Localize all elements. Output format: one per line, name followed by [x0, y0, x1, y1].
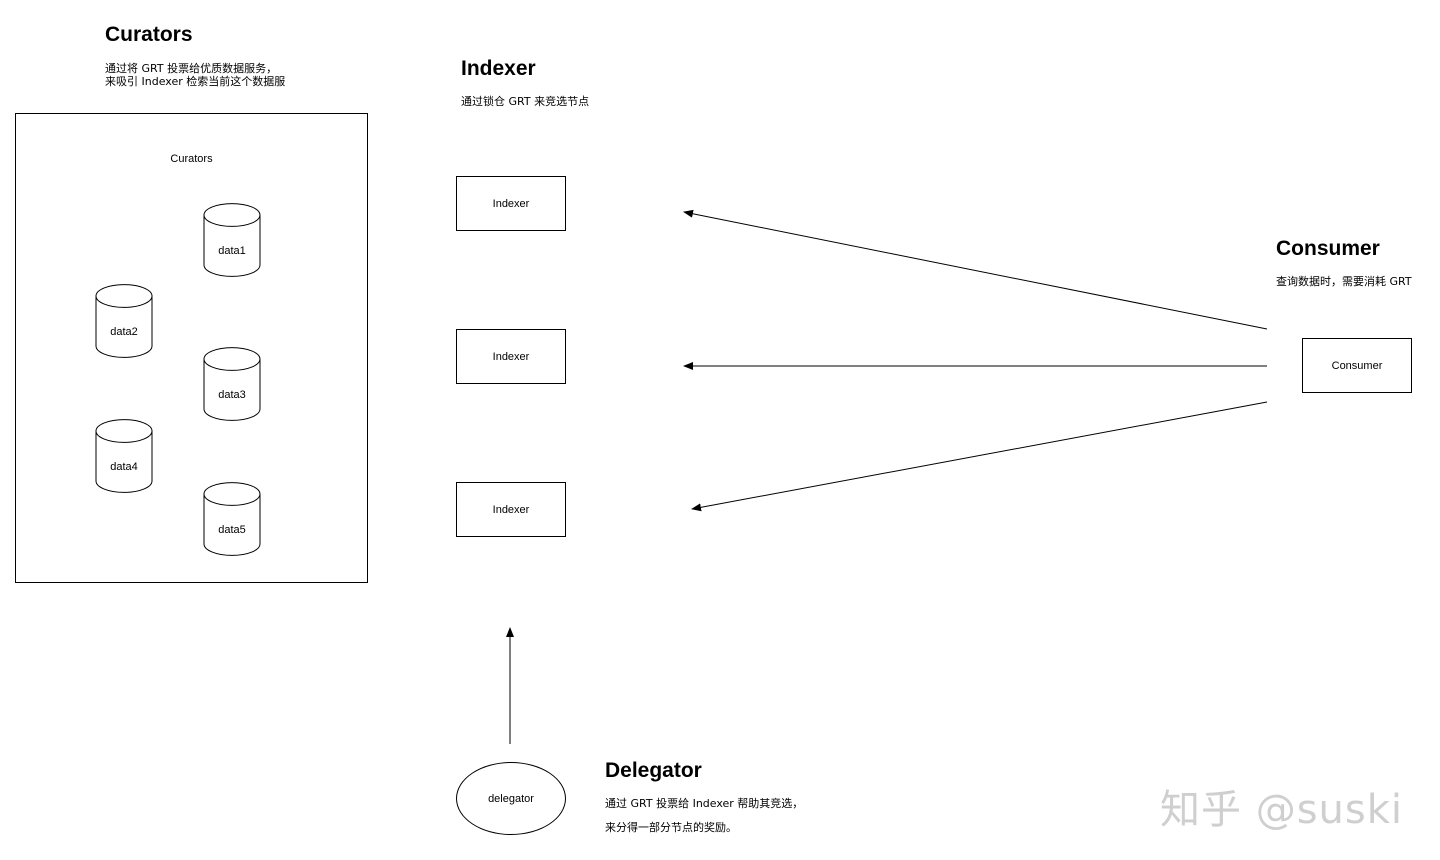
data1-label: data1 — [218, 245, 246, 257]
delegator-node[interactable]: delegator — [456, 762, 566, 835]
data3-label: data3 — [218, 389, 246, 401]
arrow-consumer-to-indexer-3 — [691, 401, 1268, 512]
curators-container-title: Curators — [170, 153, 213, 165]
indexer-heading: Indexer — [461, 57, 536, 80]
consumer-description: 查询数据时，需要消耗 GRT — [1276, 275, 1412, 288]
indexer-description: 通过锁仓 GRT 来竞选节点 — [461, 95, 590, 108]
consumer-heading: Consumer — [1276, 237, 1380, 260]
indexer-node-1[interactable]: Indexer — [456, 176, 566, 231]
delegator-description-line2: 来分得一部分节点的奖励。 — [605, 821, 737, 834]
curators-description-line1: 通过将 GRT 投票给优质数据服务， — [105, 62, 278, 75]
consumer-node[interactable]: Consumer — [1302, 338, 1412, 393]
indexer-node-3[interactable]: Indexer — [456, 482, 566, 537]
indexer-node-2[interactable]: Indexer — [456, 329, 566, 384]
data2-cylinder[interactable] — [95, 284, 153, 359]
watermark-text: 知乎 @suski — [1160, 787, 1404, 833]
data4-cylinder[interactable] — [95, 419, 153, 494]
curators-container[interactable] — [15, 113, 368, 583]
data5-label: data5 — [218, 524, 246, 536]
data3-cylinder[interactable] — [203, 347, 261, 422]
delegator-description-line1: 通过 GRT 投票给 Indexer 帮助其竞选， — [605, 797, 804, 810]
data1-cylinder[interactable] — [203, 203, 261, 278]
delegator-heading: Delegator — [605, 759, 702, 782]
curators-description-line2: 来吸引 Indexer 检索当前这个数据服 — [105, 75, 286, 88]
data2-label: data2 — [110, 326, 138, 338]
data4-label: data4 — [110, 461, 138, 473]
arrow-consumer-to-indexer-1 — [683, 209, 1268, 330]
curators-heading: Curators — [105, 23, 193, 46]
data5-cylinder[interactable] — [203, 482, 261, 557]
